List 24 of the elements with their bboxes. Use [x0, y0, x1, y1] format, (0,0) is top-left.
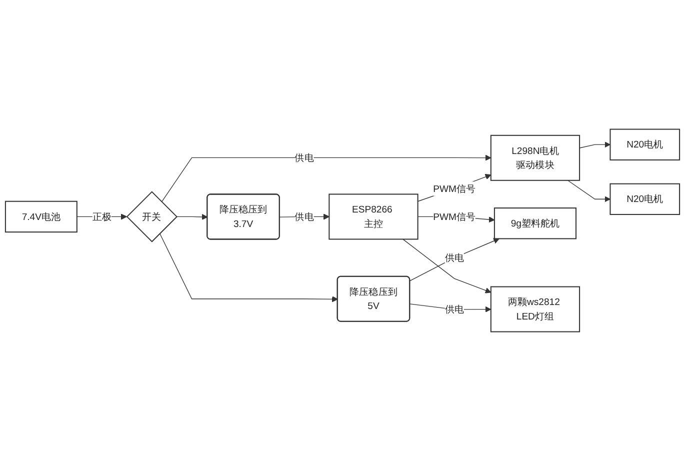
arrow: [410, 304, 492, 312]
edge-label: PWM信号: [433, 210, 476, 224]
edge-label: 供电: [444, 250, 464, 265]
node-text: 开关: [142, 210, 162, 224]
arrow: [567, 180, 610, 202]
node-text: 降压稳压到3.7V: [218, 202, 268, 231]
edge-label: 正极: [92, 210, 112, 224]
node-text: ESP8266 主控: [351, 202, 394, 231]
node-text: 两颗ws2812 LED灯组: [507, 295, 561, 324]
node-text: N20电机: [626, 192, 664, 206]
arrow: [402, 238, 492, 294]
edge-label: 供电: [444, 302, 464, 317]
arrow: [161, 154, 492, 202]
edge-label: PWM信号: [433, 182, 476, 196]
node-text: L298N电机驱动模块: [510, 144, 560, 172]
node-text: 7.4V电池: [22, 210, 61, 224]
arrow: [176, 214, 208, 220]
edge-label: 供电: [294, 210, 314, 224]
node-text: 9g塑料舵机: [510, 216, 560, 230]
node-text: 降压稳压到5V: [348, 284, 398, 314]
arrow: [579, 142, 610, 148]
arrow: [159, 233, 338, 302]
edge-label: 供电: [294, 150, 314, 165]
node-text: N20电机: [626, 138, 664, 152]
